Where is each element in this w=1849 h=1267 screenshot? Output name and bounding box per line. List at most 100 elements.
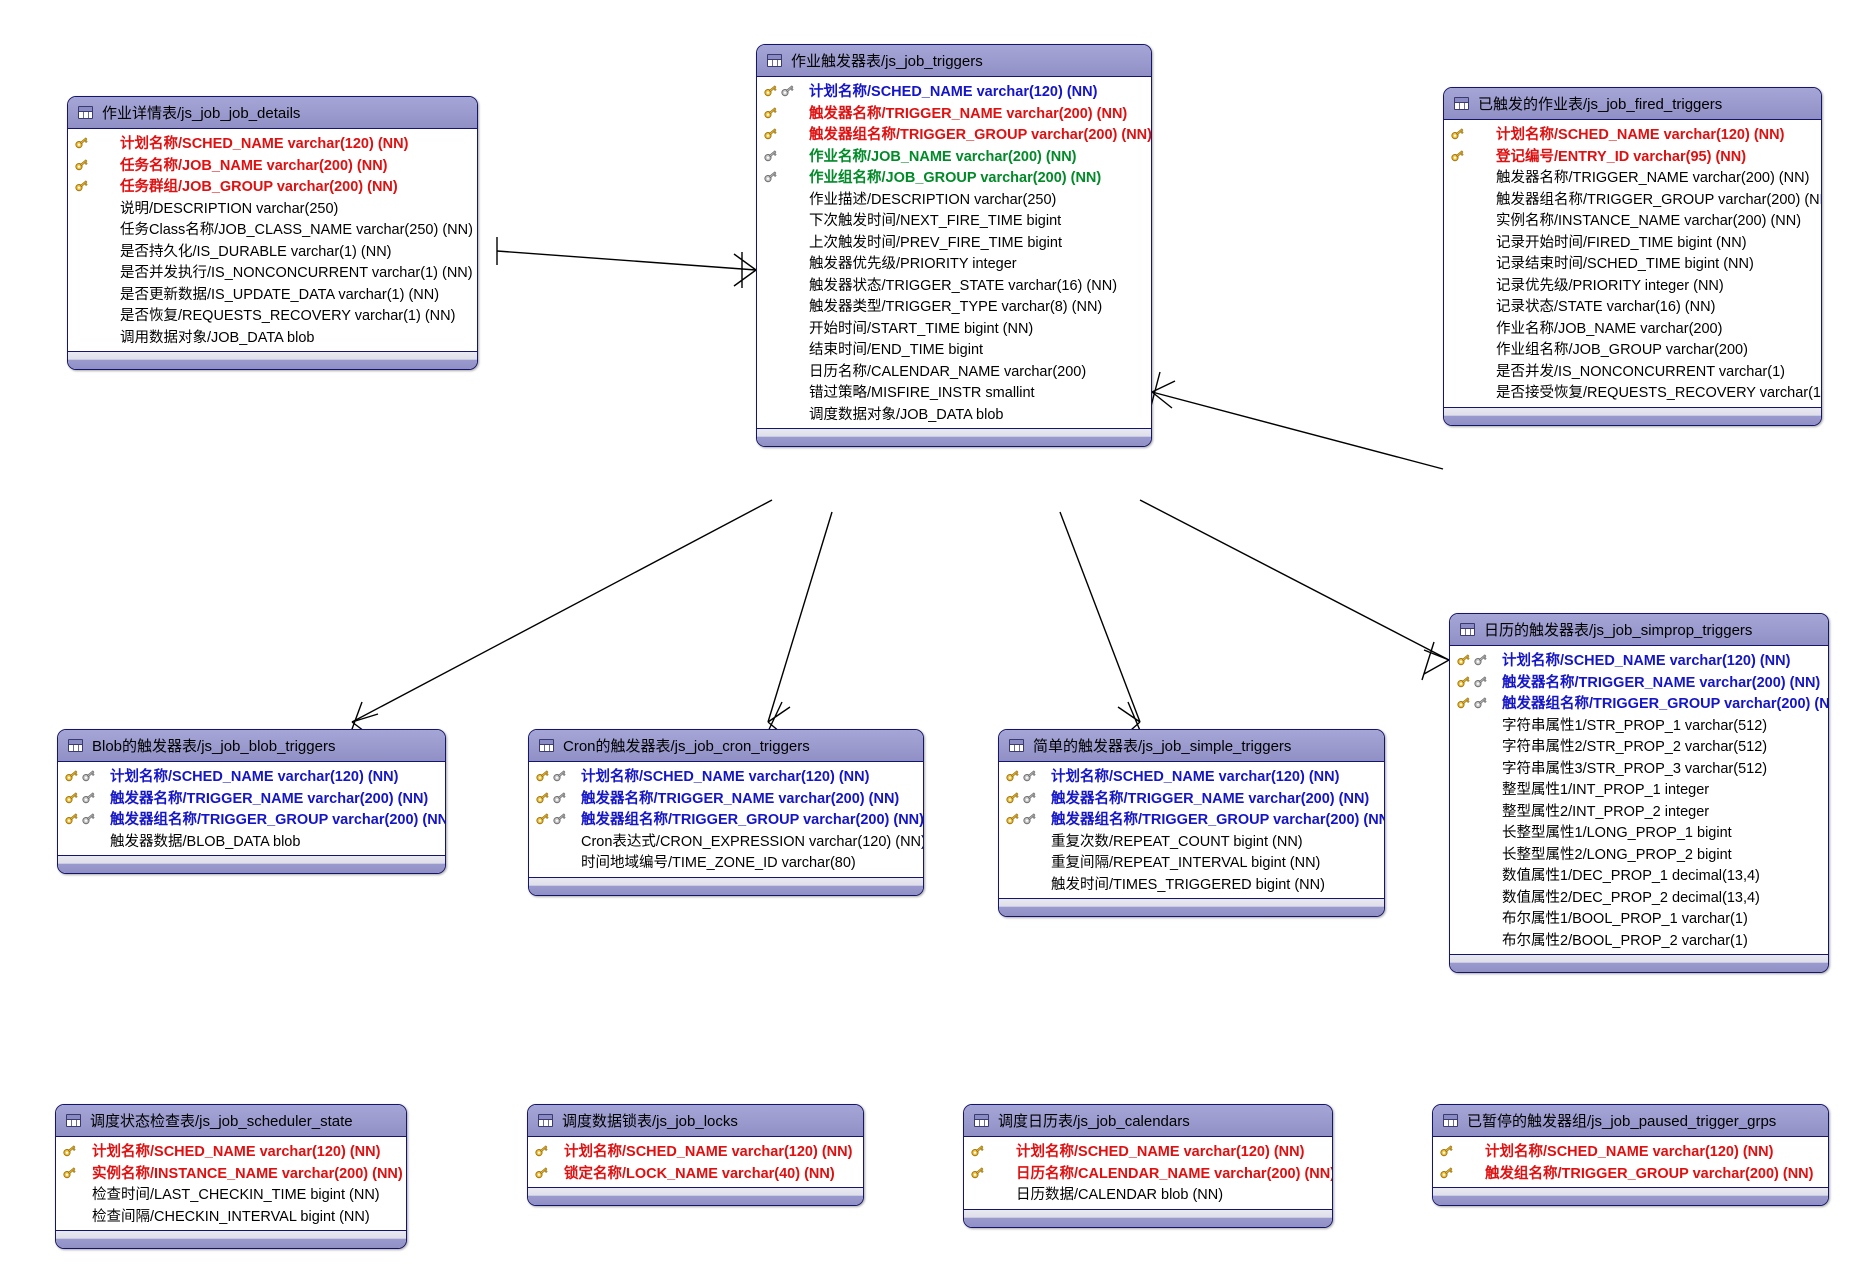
entity-calendars[interactable]: 调度日历表/js_job_calendars 计划名称/SCHED_NAME va… — [963, 1104, 1333, 1228]
field-row[interactable]: 字符串属性2/STR_PROP_2 varchar(512) — [1450, 735, 1828, 757]
field-row[interactable]: 长整型属性1/LONG_PROP_1 bigint — [1450, 821, 1828, 843]
field-row[interactable]: 下次触发时间/NEXT_FIRE_TIME bigint — [757, 209, 1151, 231]
field-row[interactable]: 作业名称/JOB_NAME varchar(200) — [1444, 317, 1821, 339]
field-row[interactable]: 触发器组名称/TRIGGER_GROUP varchar(200) (NN) — [1450, 692, 1828, 714]
field-row[interactable]: 触发器名称/TRIGGER_NAME varchar(200) (NN) — [1450, 671, 1828, 693]
field-row[interactable]: 布尔属性1/BOOL_PROP_1 varchar(1) — [1450, 907, 1828, 929]
field-row[interactable]: 计划名称/SCHED_NAME varchar(120) (NN) — [999, 765, 1384, 787]
field-row[interactable]: 重复次数/REPEAT_COUNT bigint (NN) — [999, 830, 1384, 852]
field-row[interactable]: 日历数据/CALENDAR blob (NN) — [964, 1183, 1332, 1205]
field-row[interactable]: 计划名称/SCHED_NAME varchar(120) (NN) — [56, 1140, 406, 1162]
entity-blob_triggers[interactable]: Blob的触发器表/js_job_blob_triggers 计划名称/SCHED… — [57, 729, 446, 874]
field-row[interactable]: 触发器组名称/TRIGGER_GROUP varchar(200) (NN) — [58, 808, 445, 830]
field-row[interactable]: 计划名称/SCHED_NAME varchar(120) (NN) — [529, 765, 923, 787]
field-row[interactable]: 数值属性2/DEC_PROP_2 decimal(13,4) — [1450, 886, 1828, 908]
entity-fired_triggers[interactable]: 已触发的作业表/js_job_fired_triggers 计划名称/SCHED_… — [1443, 87, 1822, 426]
field-row[interactable]: 字符串属性3/STR_PROP_3 varchar(512) — [1450, 757, 1828, 779]
entity-header-job_triggers[interactable]: 作业触发器表/js_job_triggers — [757, 45, 1151, 77]
field-row[interactable]: 触发时间/TIMES_TRIGGERED bigint (NN) — [999, 873, 1384, 895]
field-row[interactable]: 计划名称/SCHED_NAME varchar(120) (NN) — [964, 1140, 1332, 1162]
field-row[interactable]: 计划名称/SCHED_NAME varchar(120) (NN) — [1444, 123, 1821, 145]
field-row[interactable]: 日历名称/CALENDAR_NAME varchar(200) — [757, 360, 1151, 382]
field-row[interactable]: 调度数据对象/JOB_DATA blob — [757, 403, 1151, 425]
field-row[interactable]: 记录开始时间/FIRED_TIME bigint (NN) — [1444, 231, 1821, 253]
entity-paused_trigger_grps[interactable]: 已暂停的触发器组/js_job_paused_trigger_grps 计划名称/… — [1432, 1104, 1829, 1206]
entity-header-blob_triggers[interactable]: Blob的触发器表/js_job_blob_triggers — [58, 730, 445, 762]
field-row[interactable]: 日历名称/CALENDAR_NAME varchar(200) (NN) — [964, 1162, 1332, 1184]
entity-header-scheduler_state[interactable]: 调度状态检查表/js_job_scheduler_state — [56, 1105, 406, 1137]
field-row[interactable]: 任务Class名称/JOB_CLASS_NAME varchar(250) (N… — [68, 218, 477, 240]
field-row[interactable]: 作业组名称/JOB_GROUP varchar(200) (NN) — [757, 166, 1151, 188]
field-row[interactable]: 计划名称/SCHED_NAME varchar(120) (NN) — [757, 80, 1151, 102]
field-row[interactable]: 结束时间/END_TIME bigint — [757, 338, 1151, 360]
field-row[interactable]: 触发器状态/TRIGGER_STATE varchar(16) (NN) — [757, 274, 1151, 296]
field-row[interactable]: 锁定名称/LOCK_NAME varchar(40) (NN) — [528, 1162, 863, 1184]
field-row[interactable]: 触发器名称/TRIGGER_NAME varchar(200) (NN) — [999, 787, 1384, 809]
field-row[interactable]: 长整型属性2/LONG_PROP_2 bigint — [1450, 843, 1828, 865]
entity-locks[interactable]: 调度数据锁表/js_job_locks 计划名称/SCHED_NAME varch… — [527, 1104, 864, 1206]
entity-simple_triggers[interactable]: 简单的触发器表/js_job_simple_triggers 计划名称/SCHED… — [998, 729, 1385, 917]
field-row[interactable]: 计划名称/SCHED_NAME varchar(120) (NN) — [1433, 1140, 1828, 1162]
field-row[interactable]: 整型属性1/INT_PROP_1 integer — [1450, 778, 1828, 800]
field-row[interactable]: 记录优先级/PRIORITY integer (NN) — [1444, 274, 1821, 296]
field-row[interactable]: 说明/DESCRIPTION varchar(250) — [68, 197, 477, 219]
entity-header-calendars[interactable]: 调度日历表/js_job_calendars — [964, 1105, 1332, 1137]
field-row[interactable]: 任务群组/JOB_GROUP varchar(200) (NN) — [68, 175, 477, 197]
field-row[interactable]: 登记编号/ENTRY_ID varchar(95) (NN) — [1444, 145, 1821, 167]
field-row[interactable]: 计划名称/SCHED_NAME varchar(120) (NN) — [528, 1140, 863, 1162]
field-row[interactable]: 布尔属性2/BOOL_PROP_2 varchar(1) — [1450, 929, 1828, 951]
entity-header-job_details[interactable]: 作业详情表/js_job_job_details — [68, 97, 477, 129]
field-row[interactable]: 错过策略/MISFIRE_INSTR smallint — [757, 381, 1151, 403]
field-row[interactable]: 触发器组名称/TRIGGER_GROUP varchar(200) (NN) — [1444, 188, 1821, 210]
field-row[interactable]: 触发组名称/TRIGGER_GROUP varchar(200) (NN) — [1433, 1162, 1828, 1184]
field-row[interactable]: 记录结束时间/SCHED_TIME bigint (NN) — [1444, 252, 1821, 274]
field-row[interactable]: 作业名称/JOB_NAME varchar(200) (NN) — [757, 145, 1151, 167]
field-row[interactable]: 触发器组名称/TRIGGER_GROUP varchar(200) (NN) — [999, 808, 1384, 830]
field-row[interactable]: 是否恢复/REQUESTS_RECOVERY varchar(1) (NN) — [68, 304, 477, 326]
field-row[interactable]: 是否更新数据/IS_UPDATE_DATA varchar(1) (NN) — [68, 283, 477, 305]
field-row[interactable]: 整型属性2/INT_PROP_2 integer — [1450, 800, 1828, 822]
entity-job_triggers[interactable]: 作业触发器表/js_job_triggers 计划名称/SCHED_NAME va… — [756, 44, 1152, 447]
entity-header-simprop_triggers[interactable]: 日历的触发器表/js_job_simprop_triggers — [1450, 614, 1828, 646]
field-row[interactable]: 触发器名称/TRIGGER_NAME varchar(200) (NN) — [58, 787, 445, 809]
field-row[interactable]: 记录状态/STATE varchar(16) (NN) — [1444, 295, 1821, 317]
entity-header-fired_triggers[interactable]: 已触发的作业表/js_job_fired_triggers — [1444, 88, 1821, 120]
field-row[interactable]: 触发器名称/TRIGGER_NAME varchar(200) (NN) — [529, 787, 923, 809]
field-row[interactable]: 触发器数据/BLOB_DATA blob — [58, 830, 445, 852]
field-row[interactable]: 作业描述/DESCRIPTION varchar(250) — [757, 188, 1151, 210]
field-row[interactable]: 重复间隔/REPEAT_INTERVAL bigint (NN) — [999, 851, 1384, 873]
field-row[interactable]: 上次触发时间/PREV_FIRE_TIME bigint — [757, 231, 1151, 253]
entity-header-cron_triggers[interactable]: Cron的触发器表/js_job_cron_triggers — [529, 730, 923, 762]
field-row[interactable]: 时间地域编号/TIME_ZONE_ID varchar(80) — [529, 851, 923, 873]
field-row[interactable]: 触发器组名称/TRIGGER_GROUP varchar(200) (NN) — [757, 123, 1151, 145]
field-row[interactable]: 开始时间/START_TIME bigint (NN) — [757, 317, 1151, 339]
field-row[interactable]: 检查间隔/CHECKIN_INTERVAL bigint (NN) — [56, 1205, 406, 1227]
field-row[interactable]: 是否接受恢复/REQUESTS_RECOVERY varchar(1) — [1444, 381, 1821, 403]
field-row[interactable]: 是否持久化/IS_DURABLE varchar(1) (NN) — [68, 240, 477, 262]
field-row[interactable]: 计划名称/SCHED_NAME varchar(120) (NN) — [68, 132, 477, 154]
field-row[interactable]: 触发器组名称/TRIGGER_GROUP varchar(200) (NN) — [529, 808, 923, 830]
entity-header-locks[interactable]: 调度数据锁表/js_job_locks — [528, 1105, 863, 1137]
field-row[interactable]: 触发器优先级/PRIORITY integer — [757, 252, 1151, 274]
entity-simprop_triggers[interactable]: 日历的触发器表/js_job_simprop_triggers 计划名称/SCHE… — [1449, 613, 1829, 973]
field-row[interactable]: 计划名称/SCHED_NAME varchar(120) (NN) — [58, 765, 445, 787]
field-row[interactable]: Cron表达式/CRON_EXPRESSION varchar(120) (NN… — [529, 830, 923, 852]
field-row[interactable]: 触发器类型/TRIGGER_TYPE varchar(8) (NN) — [757, 295, 1151, 317]
entity-header-paused_trigger_grps[interactable]: 已暂停的触发器组/js_job_paused_trigger_grps — [1433, 1105, 1828, 1137]
field-row[interactable]: 作业组名称/JOB_GROUP varchar(200) — [1444, 338, 1821, 360]
field-row[interactable]: 检查时间/LAST_CHECKIN_TIME bigint (NN) — [56, 1183, 406, 1205]
field-row[interactable]: 是否并发执行/IS_NONCONCURRENT varchar(1) (NN) — [68, 261, 477, 283]
field-row[interactable]: 任务名称/JOB_NAME varchar(200) (NN) — [68, 154, 477, 176]
field-row[interactable]: 触发器名称/TRIGGER_NAME varchar(200) (NN) — [757, 102, 1151, 124]
field-row[interactable]: 是否并发/IS_NONCONCURRENT varchar(1) — [1444, 360, 1821, 382]
field-row[interactable]: 数值属性1/DEC_PROP_1 decimal(13,4) — [1450, 864, 1828, 886]
field-row[interactable]: 实例名称/INSTANCE_NAME varchar(200) (NN) — [1444, 209, 1821, 231]
entity-cron_triggers[interactable]: Cron的触发器表/js_job_cron_triggers 计划名称/SCHED… — [528, 729, 924, 896]
field-row[interactable]: 计划名称/SCHED_NAME varchar(120) (NN) — [1450, 649, 1828, 671]
entity-job_details[interactable]: 作业详情表/js_job_job_details 计划名称/SCHED_NAME … — [67, 96, 478, 370]
field-row[interactable]: 实例名称/INSTANCE_NAME varchar(200) (NN) — [56, 1162, 406, 1184]
entity-scheduler_state[interactable]: 调度状态检查表/js_job_scheduler_state 计划名称/SCHED… — [55, 1104, 407, 1249]
entity-header-simple_triggers[interactable]: 简单的触发器表/js_job_simple_triggers — [999, 730, 1384, 762]
field-row[interactable]: 调用数据对象/JOB_DATA blob — [68, 326, 477, 348]
field-row[interactable]: 字符串属性1/STR_PROP_1 varchar(512) — [1450, 714, 1828, 736]
